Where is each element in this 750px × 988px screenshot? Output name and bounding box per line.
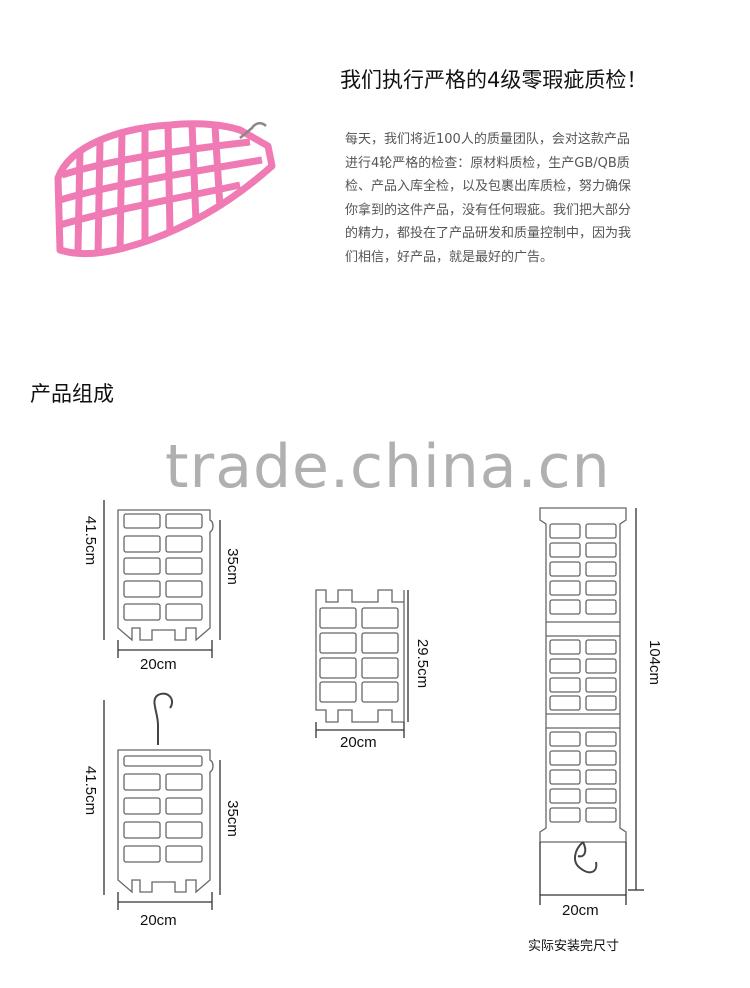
dim-width: 20cm <box>562 902 599 919</box>
diagram-bottom-left <box>103 692 221 910</box>
section-title: 产品组成 <box>30 382 114 406</box>
dim-height-body: 35cm <box>223 548 241 585</box>
description-line: 进行4轮严格的检查：原材料质检，生产GB/QB质 <box>345 155 630 171</box>
dim-height-total: 41.5cm <box>82 515 100 566</box>
description-line: 每天，我们将近100人的质量团队，会对这款产品 <box>345 132 630 147</box>
description-line: 你拿到的这件产品，没有任何瑕疵。我们把大部分 <box>345 202 632 218</box>
headline: 我们执行严格的4级零瑕疵质检！ <box>340 68 648 92</box>
installed-size-caption: 实际安装完尺寸 <box>528 939 620 954</box>
dim-height-total: 41.5cm <box>82 765 100 816</box>
quality-description: 每天，我们将近100人的质量团队，会对这款产品 进行4轮严格的检查：原材料质检，… <box>345 128 675 269</box>
description-line: 检、产品入库全检，以及包裹出库质检，努力确保 <box>345 179 632 194</box>
description-line: 们相信，好产品，就是最好的广告。 <box>345 249 554 265</box>
diagram-top-left <box>103 500 221 658</box>
dim-width: 20cm <box>140 912 177 929</box>
dim-height: 29.5cm <box>414 638 432 689</box>
diagram-right <box>539 507 644 905</box>
dim-width: 20cm <box>340 734 377 751</box>
diagram-middle <box>315 589 409 738</box>
dim-width: 20cm <box>140 656 177 673</box>
watermark: trade.china.cn <box>165 432 611 502</box>
dim-height-body: 35cm <box>223 800 241 837</box>
description-line: 的精力，都投在了产品研发和质量控制中，因为我 <box>345 226 632 241</box>
dim-height: 104cm <box>646 639 664 686</box>
